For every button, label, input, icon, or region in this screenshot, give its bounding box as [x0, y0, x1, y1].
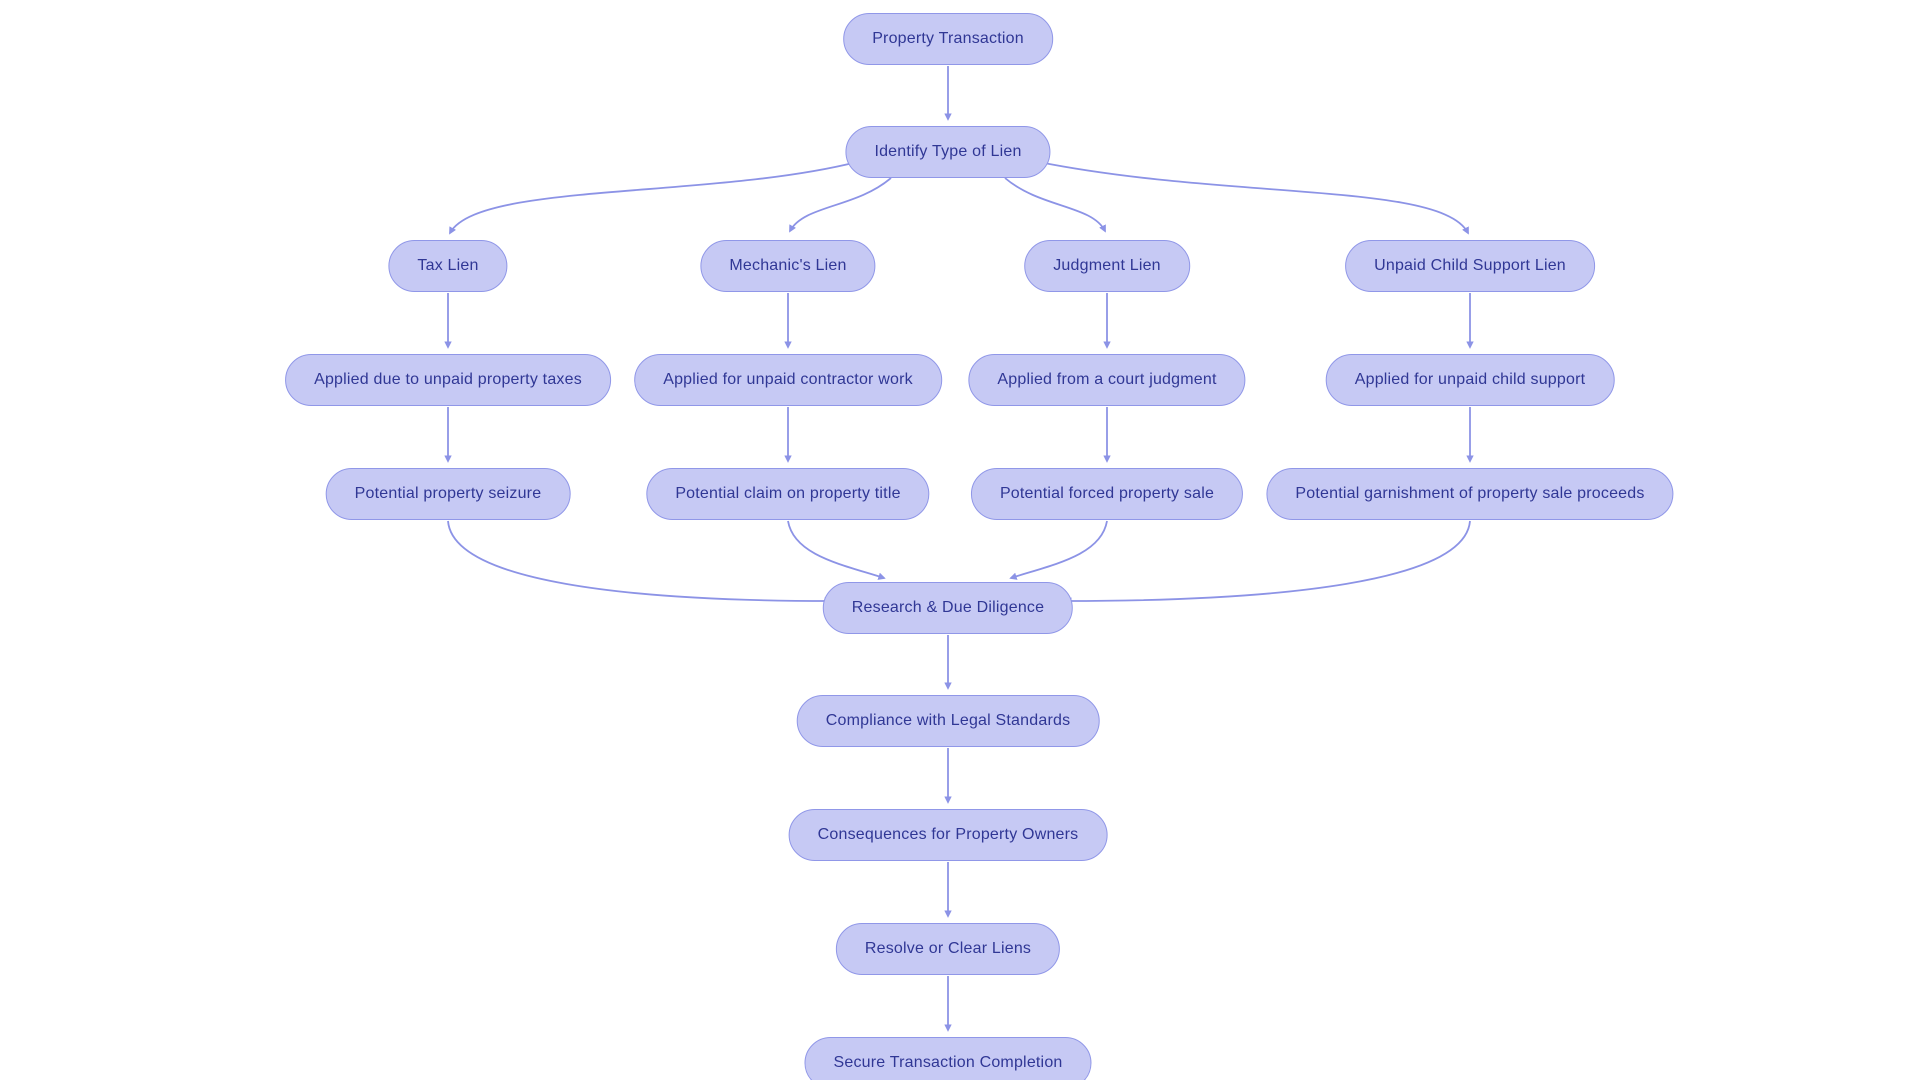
- node-applied-unpaid-property-taxes: Applied due to unpaid property taxes: [285, 354, 611, 406]
- node-research-due-diligence: Research & Due Diligence: [822, 582, 1074, 634]
- node-property-transaction: Property Transaction: [843, 13, 1053, 65]
- node-applied-unpaid-contractor-work: Applied for unpaid contractor work: [634, 354, 942, 406]
- edge-potential-property-seizure-to-research-due-diligence: [447, 520, 832, 605]
- node-tax-lien: Tax Lien: [388, 240, 508, 292]
- node-identify-type-of-lien: Identify Type of Lien: [845, 126, 1051, 178]
- edge-identify-type-of-lien-to-mechanics-lien: [789, 177, 892, 233]
- edge-potential-claim-property-title-to-research-due-diligence: [787, 520, 886, 580]
- edge-potential-forced-property-sale-to-research-due-diligence: [1009, 520, 1108, 580]
- node-mechanics-lien: Mechanic's Lien: [700, 240, 876, 292]
- node-judgment-lien: Judgment Lien: [1024, 240, 1190, 292]
- node-unpaid-child-support-lien: Unpaid Child Support Lien: [1345, 240, 1595, 292]
- node-potential-forced-property-sale: Potential forced property sale: [970, 468, 1244, 520]
- node-applied-unpaid-child-support: Applied for unpaid child support: [1325, 354, 1615, 406]
- node-potential-claim-property-title: Potential claim on property title: [646, 468, 930, 520]
- edge-identify-type-of-lien-to-judgment-lien: [1004, 177, 1106, 233]
- node-consequences-property-owners: Consequences for Property Owners: [788, 809, 1108, 861]
- edge-identify-type-of-lien-to-tax-lien: [449, 161, 858, 235]
- node-potential-garnishment-proceeds: Potential garnishment of property sale p…: [1266, 468, 1674, 520]
- node-compliance-legal-standards: Compliance with Legal Standards: [796, 695, 1100, 747]
- edge-identify-type-of-lien-to-unpaid-child-support-lien: [1038, 161, 1469, 235]
- node-potential-property-seizure: Potential property seizure: [325, 468, 571, 520]
- node-secure-transaction-completion: Secure Transaction Completion: [804, 1037, 1092, 1080]
- node-resolve-or-clear-liens: Resolve or Clear Liens: [835, 923, 1061, 975]
- edge-potential-garnishment-proceeds-to-research-due-diligence: [1064, 520, 1471, 605]
- node-applied-court-judgment: Applied from a court judgment: [968, 354, 1246, 406]
